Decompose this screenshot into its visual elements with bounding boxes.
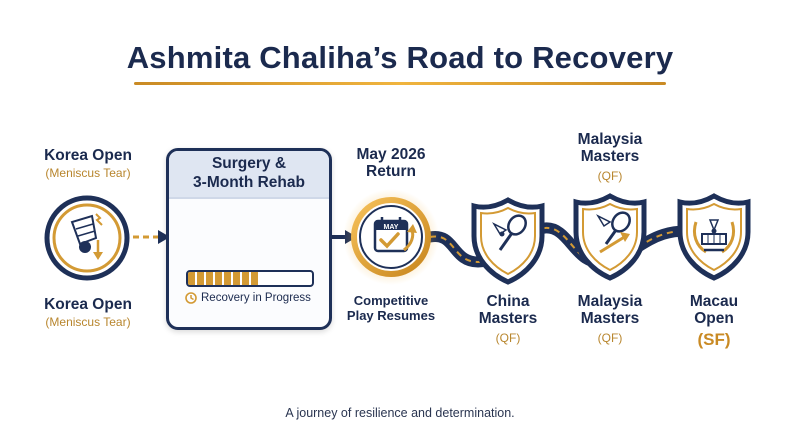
macau-line2: Open	[694, 310, 734, 328]
china-result: (QF)	[495, 331, 521, 345]
macau-result: (SF)	[697, 330, 731, 349]
china-masters-shield	[471, 197, 545, 285]
footer-caption: A journey of resilience and determinatio…	[285, 406, 515, 420]
racket-shuttle-icon	[492, 214, 527, 251]
return-bottom-label: Competitive Play Resumes	[331, 293, 451, 323]
malaysia-masters-shield	[573, 193, 647, 281]
trophy-laurel-icon	[692, 219, 736, 254]
china-line2: Masters	[478, 310, 538, 328]
return-top-line1: May 2026	[356, 146, 426, 163]
return-top-label: May 2026 Return	[336, 146, 446, 181]
racket-arrow-icon	[596, 211, 631, 254]
macau-open-shield	[677, 193, 751, 281]
title-underline	[134, 82, 666, 85]
page-title: Ashmita Chaliha’s Road to Recovery	[126, 40, 674, 75]
clock-icon	[185, 292, 197, 304]
winding-road	[424, 222, 706, 268]
shuttlecock-broken-icon	[70, 213, 103, 260]
korea-open-badge	[44, 195, 130, 281]
surgery-header-line1: Surgery &	[211, 155, 287, 173]
recovery-status: Recovery in Progress	[185, 292, 320, 304]
return-bottom-line1: Competitive	[353, 293, 429, 308]
malaysia-bottom-line2: Masters	[580, 310, 640, 328]
china-masters-label: China Masters	[458, 293, 558, 328]
macau-open-label: Macau Open	[664, 293, 764, 328]
korea-open-top-label: Korea Open	[44, 147, 132, 164]
malaysia-bottom-label: Malaysia Masters	[560, 293, 660, 328]
china-line1: China	[486, 293, 530, 310]
malaysia-bottom-result: (QF)	[597, 331, 623, 345]
korea-open-bottom-label: Korea Open	[44, 296, 132, 313]
recovery-progress-fill	[188, 272, 259, 285]
malaysia-top-result: (QF)	[597, 169, 623, 183]
surgery-header-line2: 3-Month Rehab	[193, 174, 305, 191]
connector-arrow-1	[123, 230, 170, 244]
korea-open-bottom-note: (Meniscus Tear)	[45, 315, 131, 329]
recovery-status-text: Recovery in Progress	[201, 292, 311, 304]
return-badge: MAY	[343, 189, 439, 285]
return-top-line2: Return	[366, 163, 416, 181]
surgery-card-header: Surgery & 3-Month Rehab	[169, 151, 329, 199]
korea-open-top-note: (Meniscus Tear)	[45, 166, 131, 180]
surgery-rehab-card: Surgery & 3-Month Rehab	[166, 148, 332, 330]
recovery-progress-bar	[186, 270, 314, 287]
malaysia-top-line1: Malaysia	[577, 131, 643, 148]
calendar-check-icon: MAY	[373, 217, 417, 253]
malaysia-bottom-line1: Malaysia	[577, 293, 643, 310]
calendar-label: MAY	[384, 224, 399, 231]
macau-line1: Macau	[689, 293, 739, 310]
malaysia-top-line2: Masters	[580, 148, 640, 166]
return-bottom-line2: Play Resumes	[346, 307, 436, 323]
malaysia-top-label: Malaysia Masters	[560, 131, 660, 166]
